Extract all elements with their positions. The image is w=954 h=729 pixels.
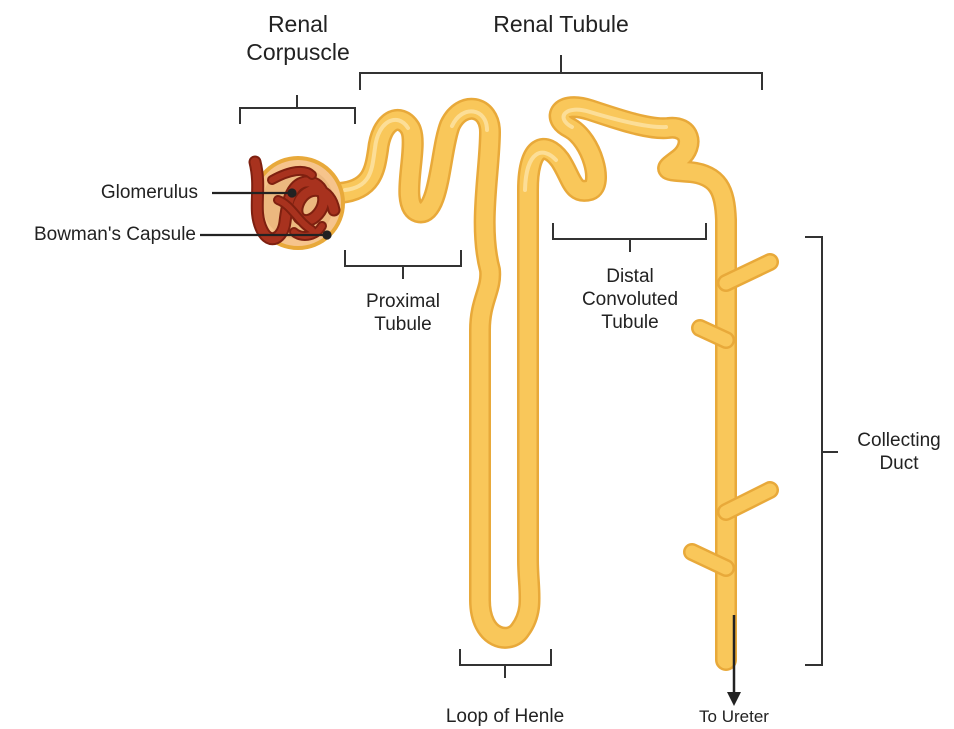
label-loop-of-henle-text: Loop of Henle — [425, 705, 585, 728]
proximal-tubule-bracket — [345, 250, 461, 279]
label-renal-corpuscle-line-2: Corpuscle — [238, 38, 358, 66]
label-to-ureter-text: To Ureter — [684, 707, 784, 728]
glomerulus-leader-dot — [289, 190, 296, 197]
label-proximal-tubule-line-2: Tubule — [350, 313, 456, 336]
label-renal-tubule: Renal Tubule — [470, 10, 652, 38]
label-collecting-duct: Collecting Duct — [846, 429, 952, 475]
label-loop-of-henle: Loop of Henle — [425, 705, 585, 728]
label-distal-convoluted-tubule: Distal Convoluted Tubule — [565, 265, 695, 335]
renal-tubule-bracket — [360, 55, 762, 90]
label-bowmans-capsule: Bowman's Capsule — [0, 223, 196, 246]
renal-tubule — [340, 107, 770, 660]
distal-tubule-bracket — [553, 223, 706, 252]
label-glomerulus: Glomerulus — [40, 181, 198, 204]
label-bowmans-capsule-text: Bowman's Capsule — [0, 223, 196, 246]
label-collecting-duct-line-2: Duct — [846, 452, 952, 475]
tubule-highlight — [345, 110, 666, 190]
label-distal-line-2: Convoluted — [565, 288, 695, 311]
bowmans-capsule-leader-dot — [324, 232, 331, 239]
collecting-duct-bracket — [805, 237, 838, 665]
label-renal-corpuscle-line-1: Renal — [238, 10, 358, 38]
label-renal-tubule-text: Renal Tubule — [470, 10, 652, 38]
label-renal-corpuscle: Renal Corpuscle — [238, 10, 358, 66]
label-proximal-tubule-line-1: Proximal — [350, 290, 456, 313]
label-proximal-tubule: Proximal Tubule — [350, 290, 456, 336]
tubule-fill — [340, 107, 726, 660]
renal-corpuscle-bracket — [240, 95, 355, 124]
loop-of-henle-bracket — [460, 649, 551, 678]
label-to-ureter: To Ureter — [684, 707, 784, 728]
label-distal-line-1: Distal — [565, 265, 695, 288]
label-glomerulus-text: Glomerulus — [40, 181, 198, 204]
label-collecting-duct-line-1: Collecting — [846, 429, 952, 452]
label-distal-line-3: Tubule — [565, 311, 695, 334]
